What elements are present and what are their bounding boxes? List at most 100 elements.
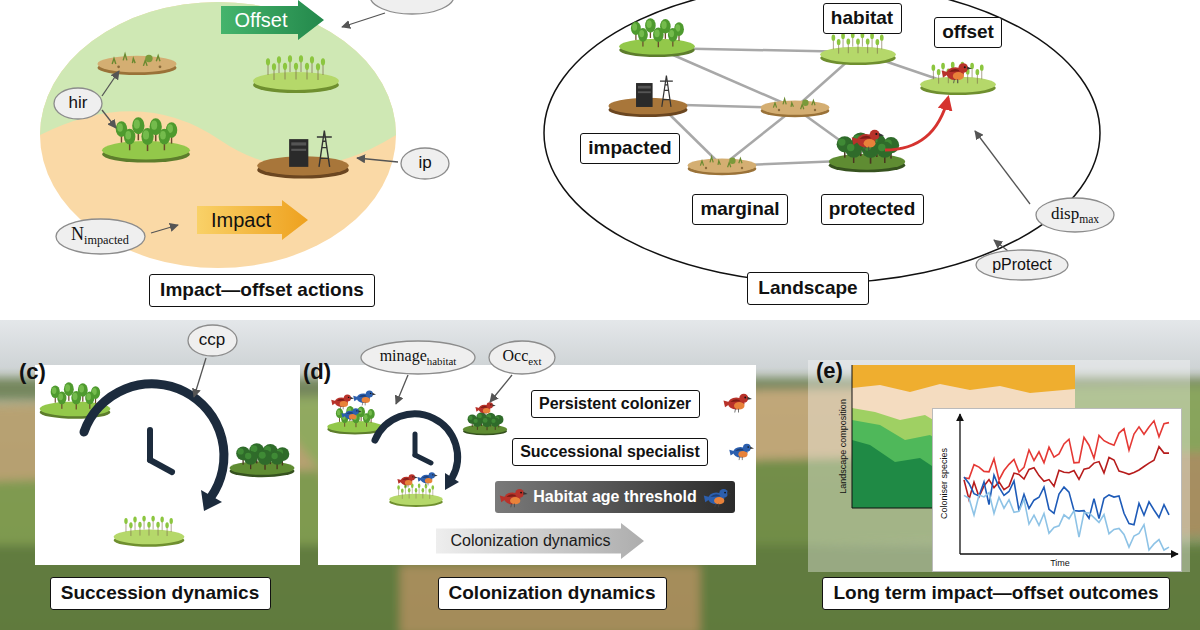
impact-offset-illustration: [257, 131, 349, 179]
text-group: minagehabitat: [380, 346, 457, 368]
axis-label-holder: Landscape composition: [838, 399, 849, 494]
outcome-chart-art: [808, 360, 1190, 572]
text-group: Landscape: [758, 277, 857, 300]
text-group: Long term impact—offset outcomes: [833, 582, 1158, 605]
aerial-photo-background: [0, 320, 1200, 630]
oval-outline: [976, 250, 1068, 280]
text-group: Occext: [502, 346, 541, 368]
colonization-panel-art: [463, 412, 507, 435]
axis-label: Coloniser species: [940, 447, 950, 518]
colonization-panel-art: [375, 414, 458, 478]
impact-offset-illustration: [102, 110, 116, 128]
caption-box: Impact—offset actions: [149, 274, 375, 307]
label-box: impacted: [580, 133, 680, 164]
axis-label: Landscape composition: [838, 399, 848, 494]
label-text: impacted: [588, 137, 671, 158]
callout-oval: dispmax: [1035, 197, 1115, 233]
panel-frame: (d)Persistent colonizerSuccessional spec…: [318, 365, 756, 565]
colonization-panel-art: [318, 365, 756, 565]
label-text: protected: [829, 198, 916, 219]
succession-panel-art: [150, 460, 172, 472]
text-group: Successional specialist: [520, 442, 700, 461]
label-text: offset: [942, 21, 994, 42]
axis-label: Time: [1050, 558, 1070, 568]
landscape-illustration: [885, 98, 948, 150]
oval-outline: [401, 148, 449, 179]
y-axis: [959, 414, 960, 554]
caption-box: Long term impact—offset outcomes: [822, 577, 1170, 610]
label-text: Offset: [235, 9, 288, 31]
colonization-panel-art: [445, 473, 459, 490]
arrow-shape: [436, 523, 644, 559]
impact-offset-illustration: [40, 0, 454, 268]
label-text: marginal: [700, 198, 779, 219]
colonization-panel-art: [490, 375, 512, 402]
landscape-illustration: [852, 130, 884, 151]
label-text: habitat: [831, 7, 893, 28]
panel-letter: (d): [303, 359, 331, 384]
label-box: marginal: [692, 194, 788, 225]
label-text: Colonization dynamics: [450, 532, 610, 549]
text-group: Offset: [235, 8, 288, 32]
label-text: Impact—offset actions: [160, 279, 364, 300]
colonization-panel-art: [413, 434, 418, 455]
x-axis: [960, 553, 1178, 554]
text-holder: (e): [816, 358, 843, 384]
parameter-name: habitat: [427, 355, 457, 367]
text-group: habitat: [831, 7, 893, 30]
text-group: impacted: [588, 137, 671, 160]
text-group: Colonization dynamics: [450, 531, 610, 550]
label-text: Long term impact—offset outcomes: [833, 582, 1158, 603]
impact-offset-illustration: [102, 117, 190, 162]
text-group: ccp: [199, 330, 225, 350]
landscape-illustration: [820, 32, 896, 65]
gradient-bar: Habitat age threshold: [495, 481, 735, 513]
label-text: Succession dynamics: [61, 582, 260, 603]
impact-offset-illustration: [102, 71, 119, 96]
outcome-chart-art: [852, 365, 853, 508]
caption-box: Colonization dynamics: [438, 577, 667, 610]
succession-panel-art: [230, 443, 295, 477]
arrow-shape: [221, 0, 324, 40]
parameter-name: ccp: [199, 330, 225, 349]
colonization-panel-art: [389, 483, 443, 507]
colonization-panel-art: [331, 394, 354, 409]
label-box: protected: [821, 194, 924, 225]
text-group: Colonization dynamics: [449, 582, 656, 605]
impact-offset-illustration: [342, 13, 385, 27]
colonization-panel-art: [417, 472, 437, 485]
colonization-panel-art: [729, 444, 754, 460]
aerial-photo-background: [400, 565, 700, 630]
text-group: Impact: [211, 208, 271, 232]
label-text: Persistent colonizer: [539, 395, 691, 412]
text-group: marginal: [700, 198, 779, 221]
label-text: Habitat age threshold: [533, 488, 697, 505]
outcome-chart-art: [808, 360, 1190, 572]
bird-icon: [704, 489, 732, 507]
landscape-illustration: [688, 157, 757, 175]
landscape-illustration: [761, 99, 830, 117]
panel-letter: (c): [19, 359, 46, 384]
text-group: ip: [418, 153, 431, 173]
landscape-illustration: [608, 76, 687, 117]
impact-offset-illustration: [253, 55, 339, 93]
parameter-name: minage: [380, 347, 427, 364]
label-text: Successional specialist: [520, 443, 700, 460]
oval-outline: [361, 341, 475, 374]
succession-panel-art: [35, 358, 300, 565]
label-box: Persistent colonizer: [531, 390, 700, 418]
caption-box: Succession dynamics: [50, 577, 271, 610]
arrow-shape: [197, 200, 308, 240]
succession-panel-art: [35, 365, 300, 565]
callout-oval: ccp: [187, 324, 238, 357]
text-holder: (d): [303, 359, 331, 385]
parameter-name: ip: [418, 153, 431, 172]
parameter-name: hir: [69, 93, 88, 112]
impact-offset-illustration: [357, 158, 398, 162]
landscape-illustration: [994, 240, 1008, 251]
block-arrow: Offset: [221, 0, 324, 40]
inset-chart: Coloniser speciesTime: [932, 408, 1182, 572]
oval-outline: [489, 341, 555, 374]
parameter-name: N: [71, 224, 84, 244]
landscape-illustration: [657, 48, 795, 108]
